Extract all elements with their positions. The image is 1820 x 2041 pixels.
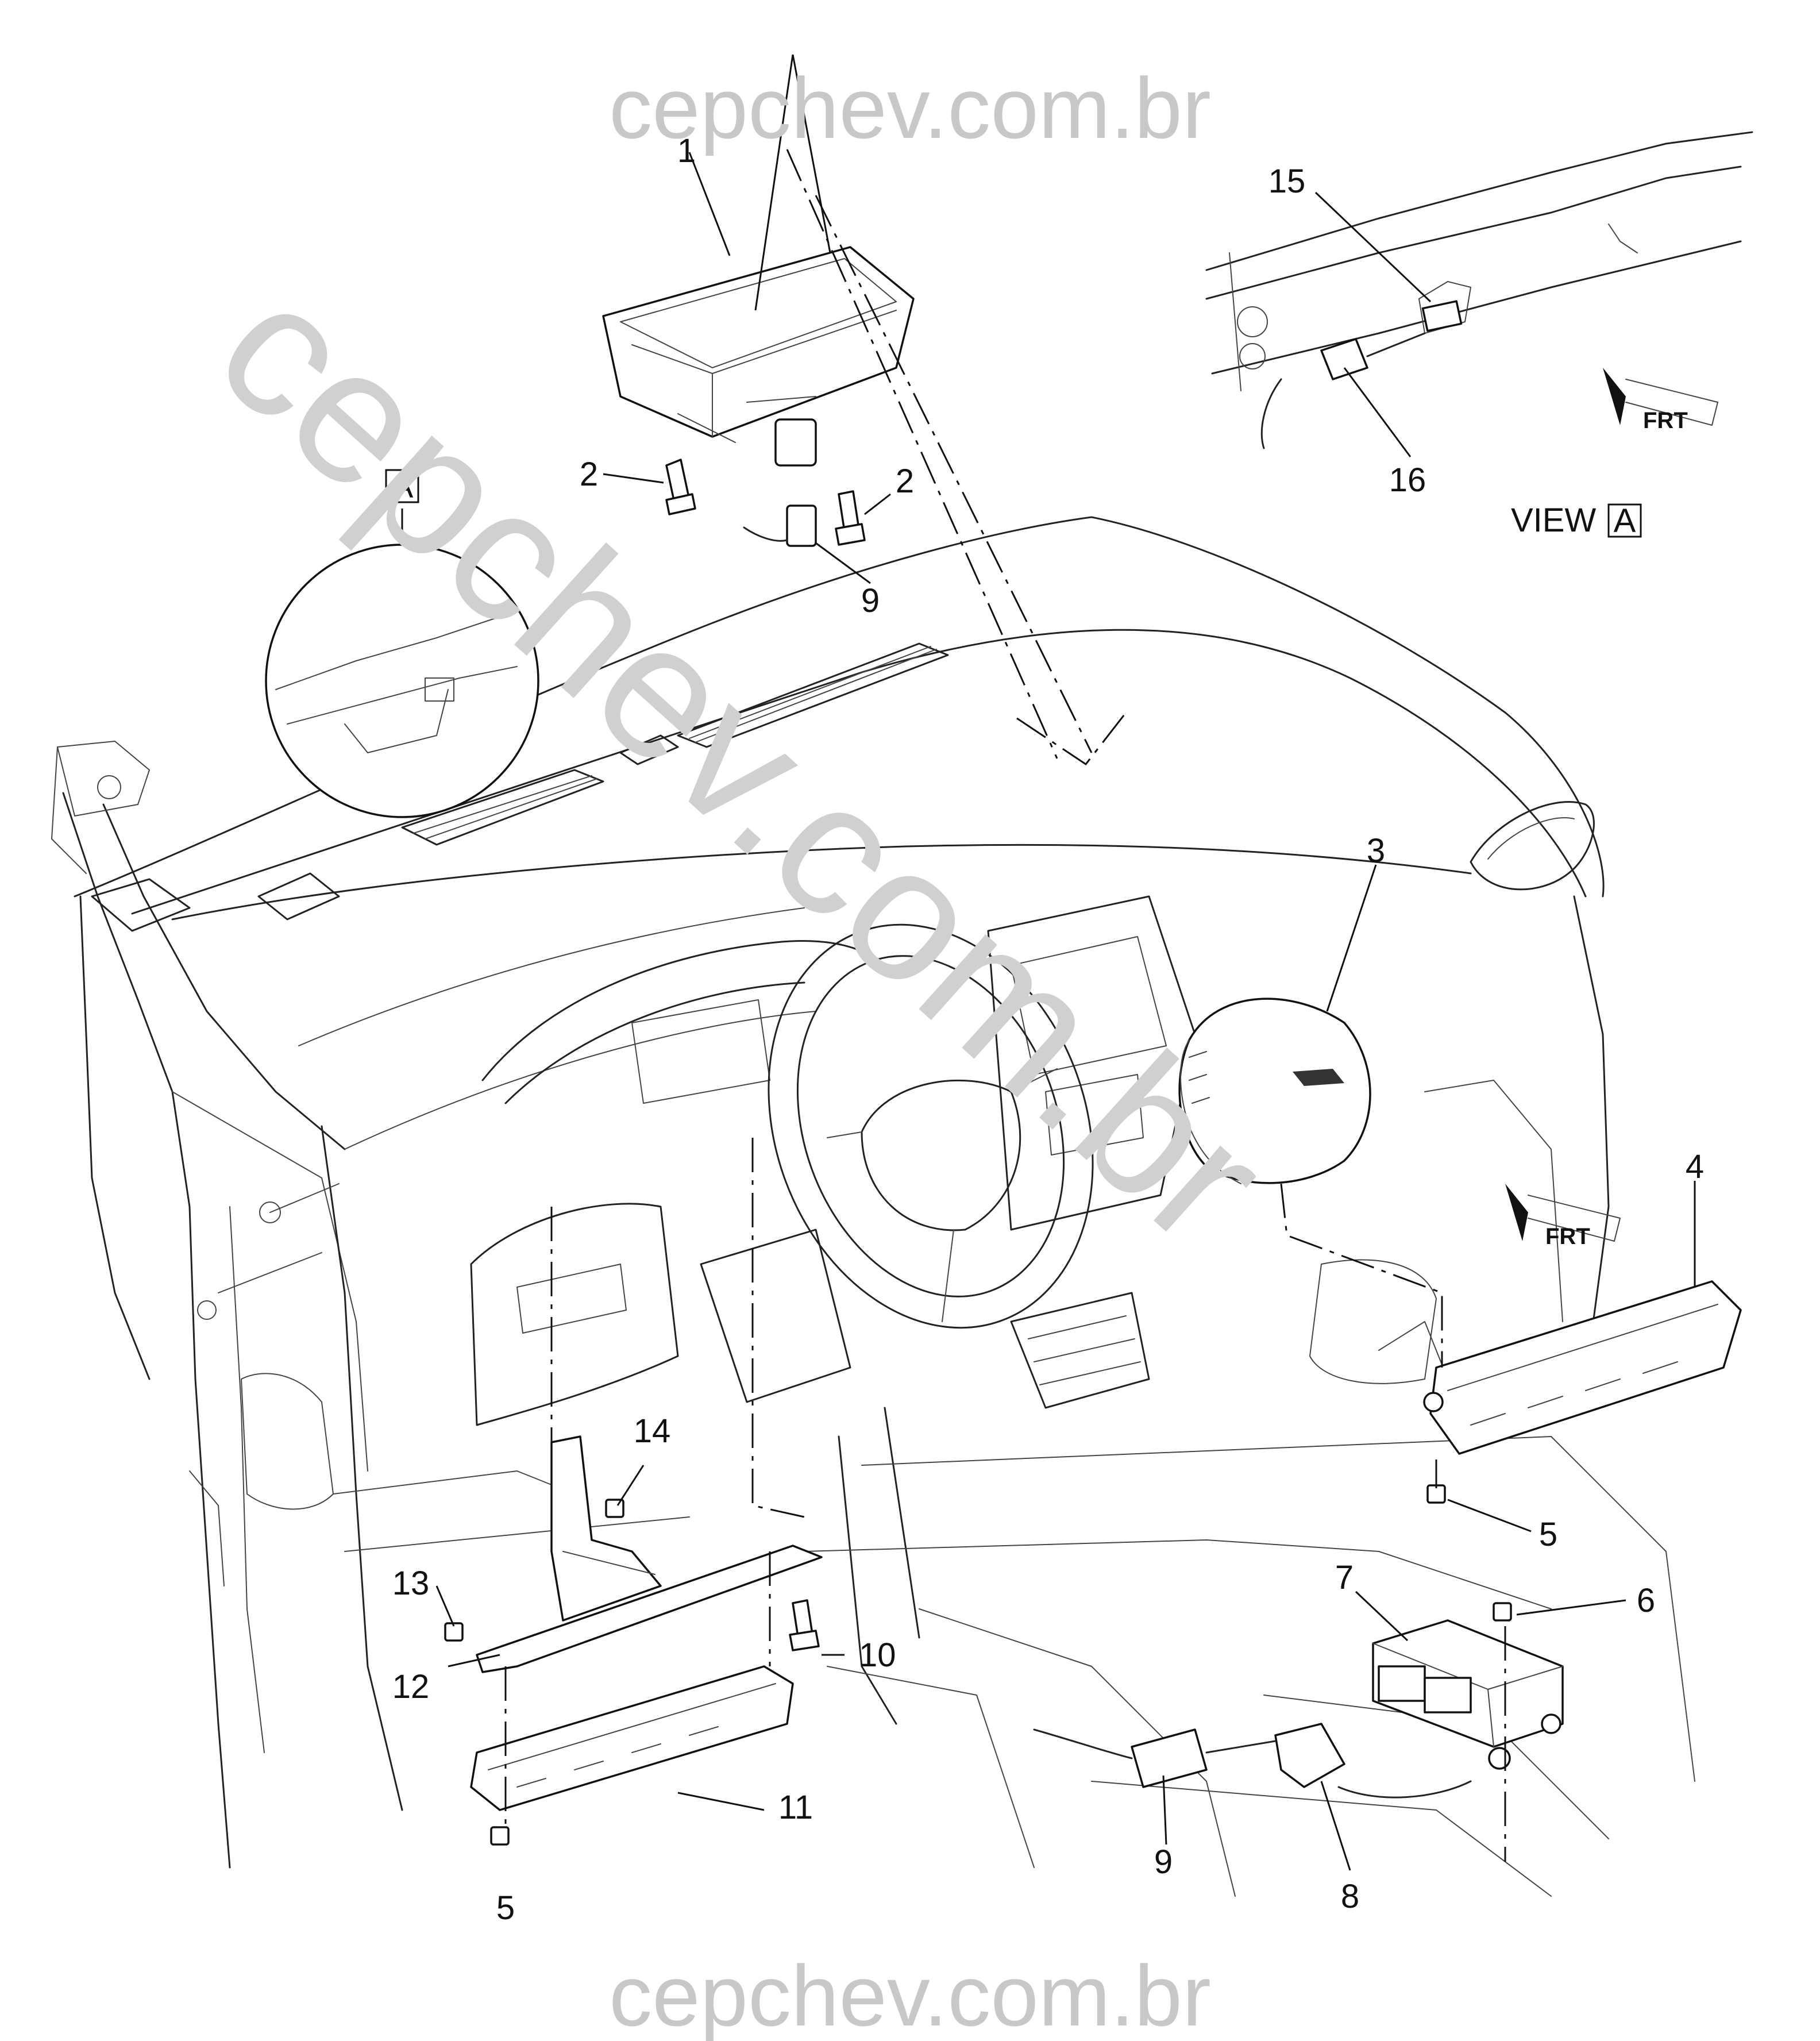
part-7-sensing-diagnostic-module	[1372, 1619, 1564, 1770]
part-6-nut	[1493, 1602, 1512, 1622]
frt-label: FRT	[1643, 408, 1688, 433]
view-label-prefix: VIEW	[1511, 502, 1596, 539]
callout-16: 16	[1389, 461, 1426, 499]
callout-9: 9	[1154, 1843, 1173, 1881]
watermark-top: cepchev.com.br	[609, 60, 1211, 156]
part-2-bolt	[665, 459, 696, 515]
callout-15: 15	[1268, 163, 1306, 200]
alignment-lines	[504, 149, 1506, 1862]
view-label-letter: A	[1614, 502, 1636, 540]
part-14-nut	[605, 1499, 624, 1518]
inset-view-a	[1205, 131, 1753, 449]
callout-14: 14	[634, 1412, 671, 1450]
part-4-airbag-module	[1423, 1280, 1742, 1455]
callout-9: 9	[861, 582, 880, 619]
part-5-nut	[490, 1826, 510, 1846]
part-3-driver-airbag-module	[1178, 998, 1371, 1184]
callout-5: 5	[496, 1889, 515, 1927]
front-direction-indicator: FRT	[1505, 1184, 1621, 1249]
callout-2: 2	[896, 463, 914, 500]
callout-11: 11	[778, 1789, 813, 1826]
callout-leaders	[435, 54, 1696, 1871]
callout-10: 10	[859, 1636, 896, 1674]
callout-6: 6	[1637, 1582, 1655, 1619]
detail-letter-a: A	[391, 468, 414, 505]
callout-7: 7	[1335, 1559, 1354, 1596]
callout-2: 2	[580, 456, 598, 493]
watermark-bottom: cepchev.com.br	[609, 1947, 1211, 2041]
callout-13: 13	[392, 1565, 430, 1602]
front-direction-indicator: FRT	[1603, 368, 1718, 433]
part-9-connector	[1033, 1728, 1277, 1788]
callout-8: 8	[1341, 1878, 1359, 1915]
part-1-passenger-airbag-module	[602, 246, 915, 467]
part-13-nut	[444, 1622, 464, 1642]
callout-numbers: 1 2 2 3 4 5 5 6 7 8 9 9 10 11 12 13 14 1…	[392, 132, 1704, 1927]
callout-3: 3	[1367, 832, 1385, 869]
part-9-connector	[743, 505, 817, 547]
frt-label: FRT	[1545, 1224, 1590, 1249]
part-12-bracket	[476, 1435, 823, 1673]
part-8-connector	[1274, 1723, 1472, 1799]
callout-4: 4	[1686, 1148, 1704, 1185]
view-a-label: VIEW A	[1511, 502, 1642, 540]
detail-circle-a: A	[265, 468, 539, 818]
vehicle-interior-line-art	[51, 516, 1695, 1897]
callout-1: 1	[677, 132, 696, 170]
part-11-knee-airbag-module	[470, 1665, 794, 1811]
callout-5: 5	[1539, 1516, 1557, 1553]
part-10-bolt	[789, 1599, 820, 1651]
part-2-bolt	[835, 490, 866, 546]
callout-12: 12	[392, 1668, 430, 1705]
